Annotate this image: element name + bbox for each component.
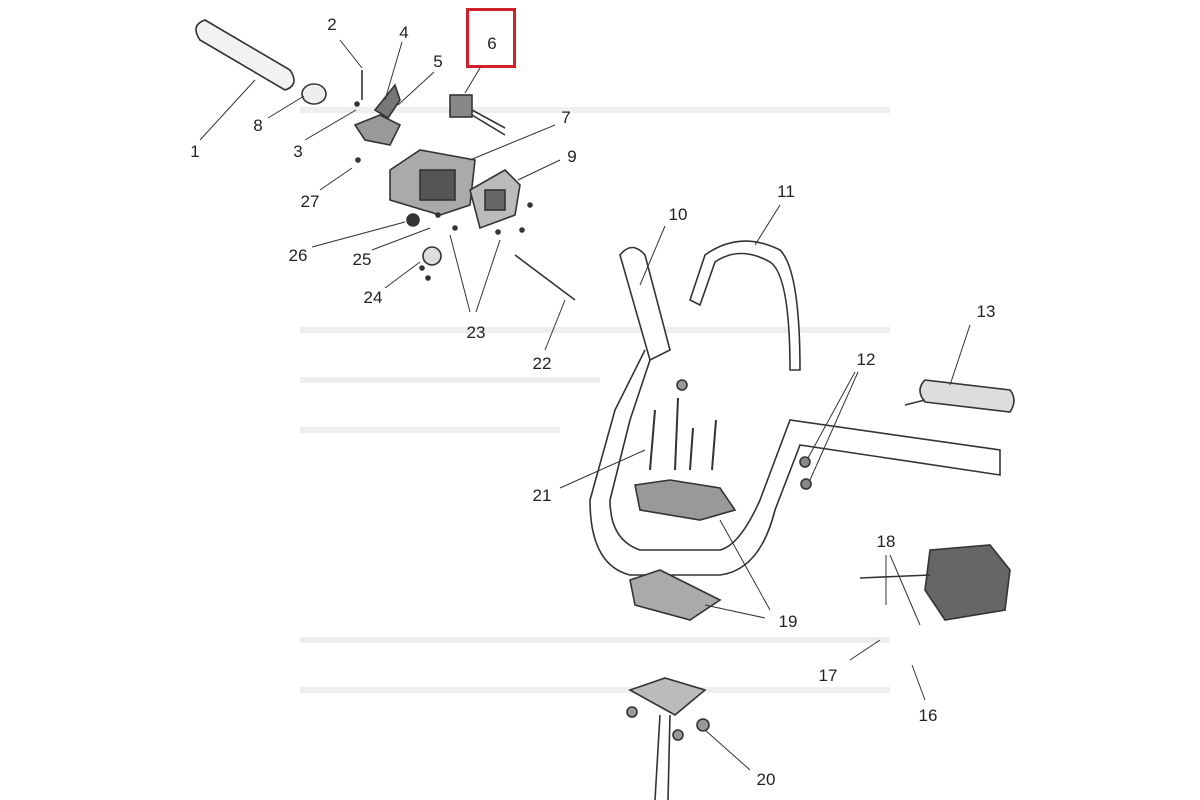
part-9-cover <box>469 169 521 230</box>
callout-6: 6 <box>487 34 497 53</box>
part-10-handlebar <box>589 246 1001 576</box>
callout-17: 17 <box>818 666 838 685</box>
callout-2: 2 <box>327 15 337 34</box>
callout-4: 4 <box>399 23 409 42</box>
callout-20: 20 <box>756 770 776 789</box>
callout-10: 10 <box>668 205 688 224</box>
part-19-clamp <box>629 479 737 621</box>
callout-19: 19 <box>778 612 798 631</box>
callout-16: 16 <box>918 706 938 725</box>
highlight-box-part-6 <box>466 8 516 68</box>
callout-24: 24 <box>363 288 383 307</box>
part-11-bar <box>689 240 801 371</box>
callout-18: 18 <box>876 532 896 551</box>
callout-3: 3 <box>293 142 303 161</box>
part-8-cap <box>301 83 327 105</box>
part-7-housing <box>389 149 476 216</box>
callout-5: 5 <box>433 52 443 71</box>
part-18-control <box>859 544 1011 621</box>
callout-1: 1 <box>190 142 200 161</box>
callout-23: 23 <box>466 323 486 342</box>
part-13-grip <box>904 379 1015 413</box>
callout-9: 9 <box>567 147 577 166</box>
callout-8: 8 <box>253 116 263 135</box>
callout-11: 11 <box>777 182 795 201</box>
part-20-stem <box>626 677 710 800</box>
part-1-grip <box>195 19 295 91</box>
callout-13: 13 <box>976 302 996 321</box>
callout-25: 25 <box>352 250 372 269</box>
callout-27: 27 <box>300 192 320 211</box>
callout-22: 22 <box>532 354 552 373</box>
callout-21: 21 <box>532 486 552 505</box>
callout-12: 12 <box>856 350 876 369</box>
part-6-switch <box>449 94 506 136</box>
callout-7: 7 <box>561 108 571 127</box>
callout-26: 26 <box>288 246 308 265</box>
